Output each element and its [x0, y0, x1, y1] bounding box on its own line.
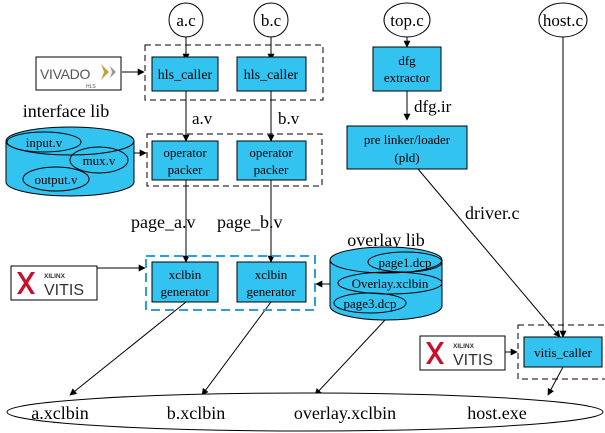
vivado-logo-sub: HLS: [86, 84, 96, 90]
interface-lib-title: interface lib: [23, 101, 109, 121]
hls-caller-b: hls_caller: [236, 56, 307, 92]
operator-packer-b-line1: operator: [249, 145, 293, 160]
edge-vitis-caller-to-out: [547, 366, 564, 396]
hls-group: [144, 44, 324, 101]
pre-linker-loader-line2: (pld): [394, 150, 419, 165]
interface-lib: interface lib input.v mux.v output.v: [5, 101, 135, 197]
pre-linker-loader-line1: pre linker/loader: [364, 132, 451, 147]
vitis-caller-label: vitis_caller: [534, 345, 592, 360]
pre-linker-loader: pre linker/loader (pld): [346, 125, 468, 170]
interface-item-input: input.v: [26, 135, 63, 150]
dfg-extractor-line1: dfg: [398, 53, 416, 68]
vitis-logo-2-word: VITIS: [453, 352, 493, 369]
source-a-c-label: a.c: [176, 11, 196, 30]
edge-xclbin-b-to-out: [201, 301, 272, 396]
label-page-a-v: page_a.v: [131, 212, 195, 232]
interface-item-input-oval: [6, 131, 82, 153]
packer-group: [146, 133, 323, 187]
vitis-logo-2-brand: XILINX: [453, 343, 475, 350]
source-host-c: host.c: [538, 2, 588, 38]
xclbin-generator-b-line2: generator: [246, 284, 296, 299]
vitis-logo-1-word: VITIS: [44, 282, 84, 299]
source-b-c-label: b.c: [261, 11, 282, 30]
vitis-logo-1: XILINX VITIS: [10, 265, 98, 301]
xilinx-logo-icon: [426, 342, 444, 364]
xclbin-generator-b: xclbin generator: [236, 261, 307, 303]
vitis-caller: vitis_caller: [523, 336, 603, 368]
vivado-logo: VIVADO HLS: [35, 56, 122, 91]
hls-caller-a: hls_caller: [151, 56, 219, 92]
operator-packer-a: operator packer: [151, 140, 219, 181]
operator-packer-a-line1: operator: [163, 145, 207, 160]
overlay-item-page3: page3.dcp: [343, 296, 396, 311]
source-top-c-label: top.c: [390, 11, 424, 30]
vitis-logo-2: XILINX VITIS: [419, 335, 506, 371]
xclbin-generator-a-line1: xclbin: [169, 267, 202, 282]
label-page-b-v: page_b.v: [217, 212, 282, 232]
xclbin-generator-a: xclbin generator: [151, 261, 219, 303]
overlay-item-overlay-oval: [337, 271, 443, 295]
output-overlay-xclbin: overlay.xclbin: [294, 403, 396, 423]
overlay-item-overlay: Overlay.xclbin: [352, 276, 429, 291]
xclbin-group: [145, 255, 316, 311]
interface-item-output-oval: [22, 166, 90, 192]
label-a-v: a.v: [192, 109, 213, 128]
dfg-extractor: dfg extractor: [372, 46, 442, 92]
vivado-logo-icon: [101, 64, 116, 80]
source-top-c: top.c: [383, 2, 431, 38]
xclbin-generator-a-line2: generator: [160, 284, 210, 299]
overlay-item-page1: page1.dcp: [378, 255, 431, 270]
source-host-c-label: host.c: [543, 11, 584, 30]
overlay-lib: overlay lib page1.dcp Overlay.xclbin pag…: [329, 230, 443, 321]
edge-pld-to-vitis-caller: [417, 168, 561, 338]
dfg-extractor-line2: extractor: [384, 70, 431, 85]
operator-packer-b: operator packer: [236, 140, 307, 181]
source-b-c: b.c: [253, 2, 289, 38]
output-host-exe: host.exe: [467, 403, 526, 423]
hls-caller-a-label: hls_caller: [158, 68, 213, 83]
edge-overlay-lib-to-out: [314, 319, 386, 396]
overlay-lib-title: overlay lib: [347, 230, 424, 250]
xilinx-logo-icon: [17, 272, 35, 294]
edges: [69, 37, 567, 396]
operator-packer-a-line2: packer: [168, 162, 203, 177]
label-dfg-ir: dfg.ir: [414, 97, 452, 116]
interface-item-mux-oval: [69, 146, 129, 174]
vivado-logo-word: VIVADO: [40, 66, 90, 82]
interface-item-output: output.v: [35, 172, 78, 187]
xclbin-generator-b-line1: xclbin: [255, 267, 288, 282]
edge-xclbin-a-to-out: [69, 301, 187, 396]
output-a-xclbin: a.xclbin: [31, 403, 88, 423]
output-b-xclbin: b.xclbin: [167, 403, 226, 423]
operator-packer-b-line2: packer: [254, 162, 289, 177]
outputs: a.xclbin b.xclbin overlay.xclbin host.ex…: [6, 392, 604, 432]
label-b-v: b.v: [278, 109, 300, 128]
vitis-caller-group: [517, 324, 605, 380]
interface-item-mux: mux.v: [83, 153, 116, 168]
vitis-logo-1-brand: XILINX: [44, 273, 66, 280]
label-driver-c: driver.c: [465, 203, 519, 223]
hls-caller-b-label: hls_caller: [244, 68, 299, 83]
source-a-c: a.c: [168, 2, 204, 38]
overlay-item-page3-oval: [333, 292, 407, 314]
